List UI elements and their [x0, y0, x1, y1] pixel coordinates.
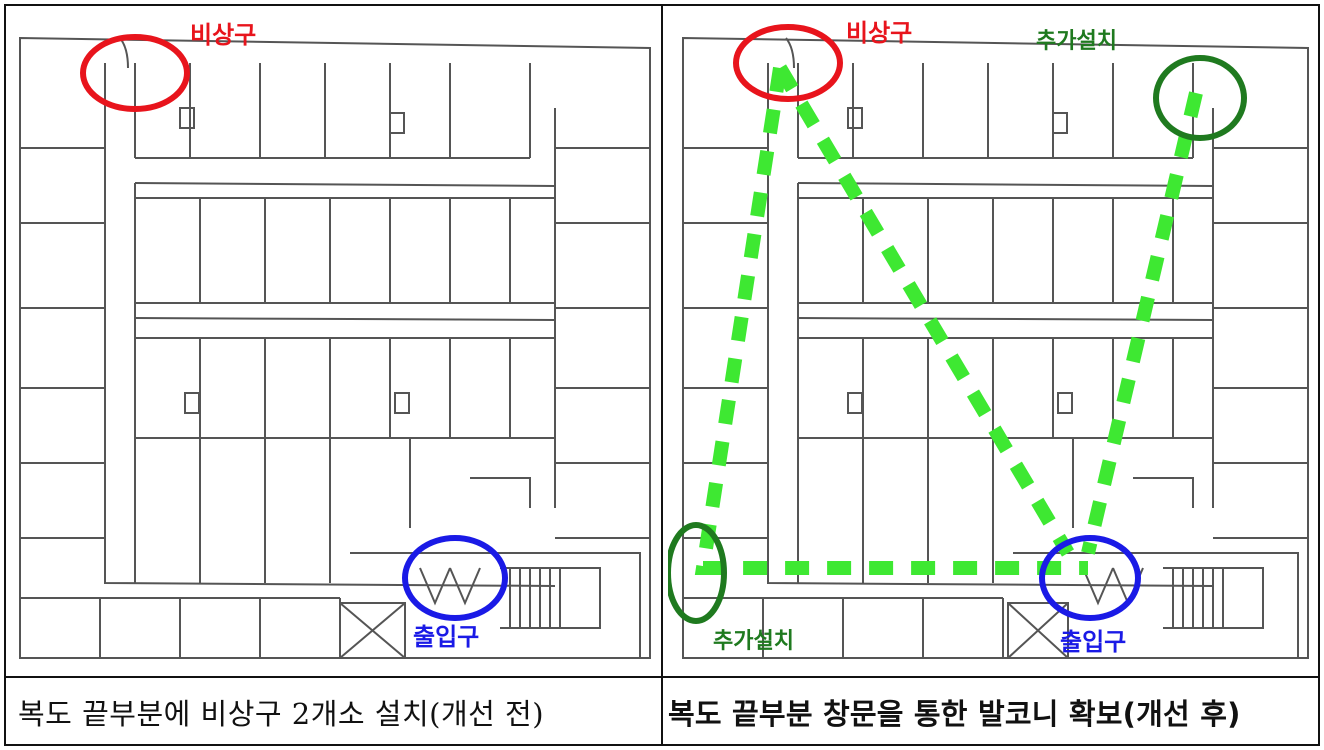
emergency-exit-label: 비상구 — [190, 21, 256, 49]
floor-plan-before: 비상구 출입구 — [10, 8, 656, 672]
emergency-exit-marker — [733, 24, 843, 102]
emergency-exit-marker — [80, 34, 190, 112]
floor-plan-before-drawing: 비상구 출입구 — [19, 21, 651, 659]
entrance-label: 출입구 — [1060, 628, 1126, 656]
additional-exit-top-marker — [1153, 55, 1247, 141]
floor-plan-after: 비상구 추가설치 추가설치 출입구 — [668, 8, 1316, 672]
escape-route-lines — [694, 64, 1203, 575]
caption-after: 복도 끝부분 창문을 통한 발코니 확보(개선 후) — [668, 697, 1241, 731]
escape-route-diagonal — [773, 64, 1075, 557]
additional-exit-left-marker — [668, 522, 727, 624]
escape-route-right — [1081, 91, 1203, 555]
additional-install-top-label: 추가설치 — [1036, 29, 1117, 54]
entrance-marker — [402, 535, 508, 621]
escape-route-left — [694, 66, 1088, 575]
entrance-label: 출입구 — [413, 623, 479, 651]
emergency-exit-label: 비상구 — [846, 19, 912, 47]
entrance-marker — [1039, 535, 1141, 621]
caption-before: 복도 끝부분에 비상구 2개소 설치(개선 전) — [18, 697, 545, 731]
additional-install-left-label: 추가설치 — [713, 629, 794, 654]
floor-plan-after-drawing: 비상구 추가설치 추가설치 출입구 — [668, 19, 1309, 659]
table-column-divider — [661, 4, 663, 746]
table-row-divider — [4, 676, 1320, 678]
